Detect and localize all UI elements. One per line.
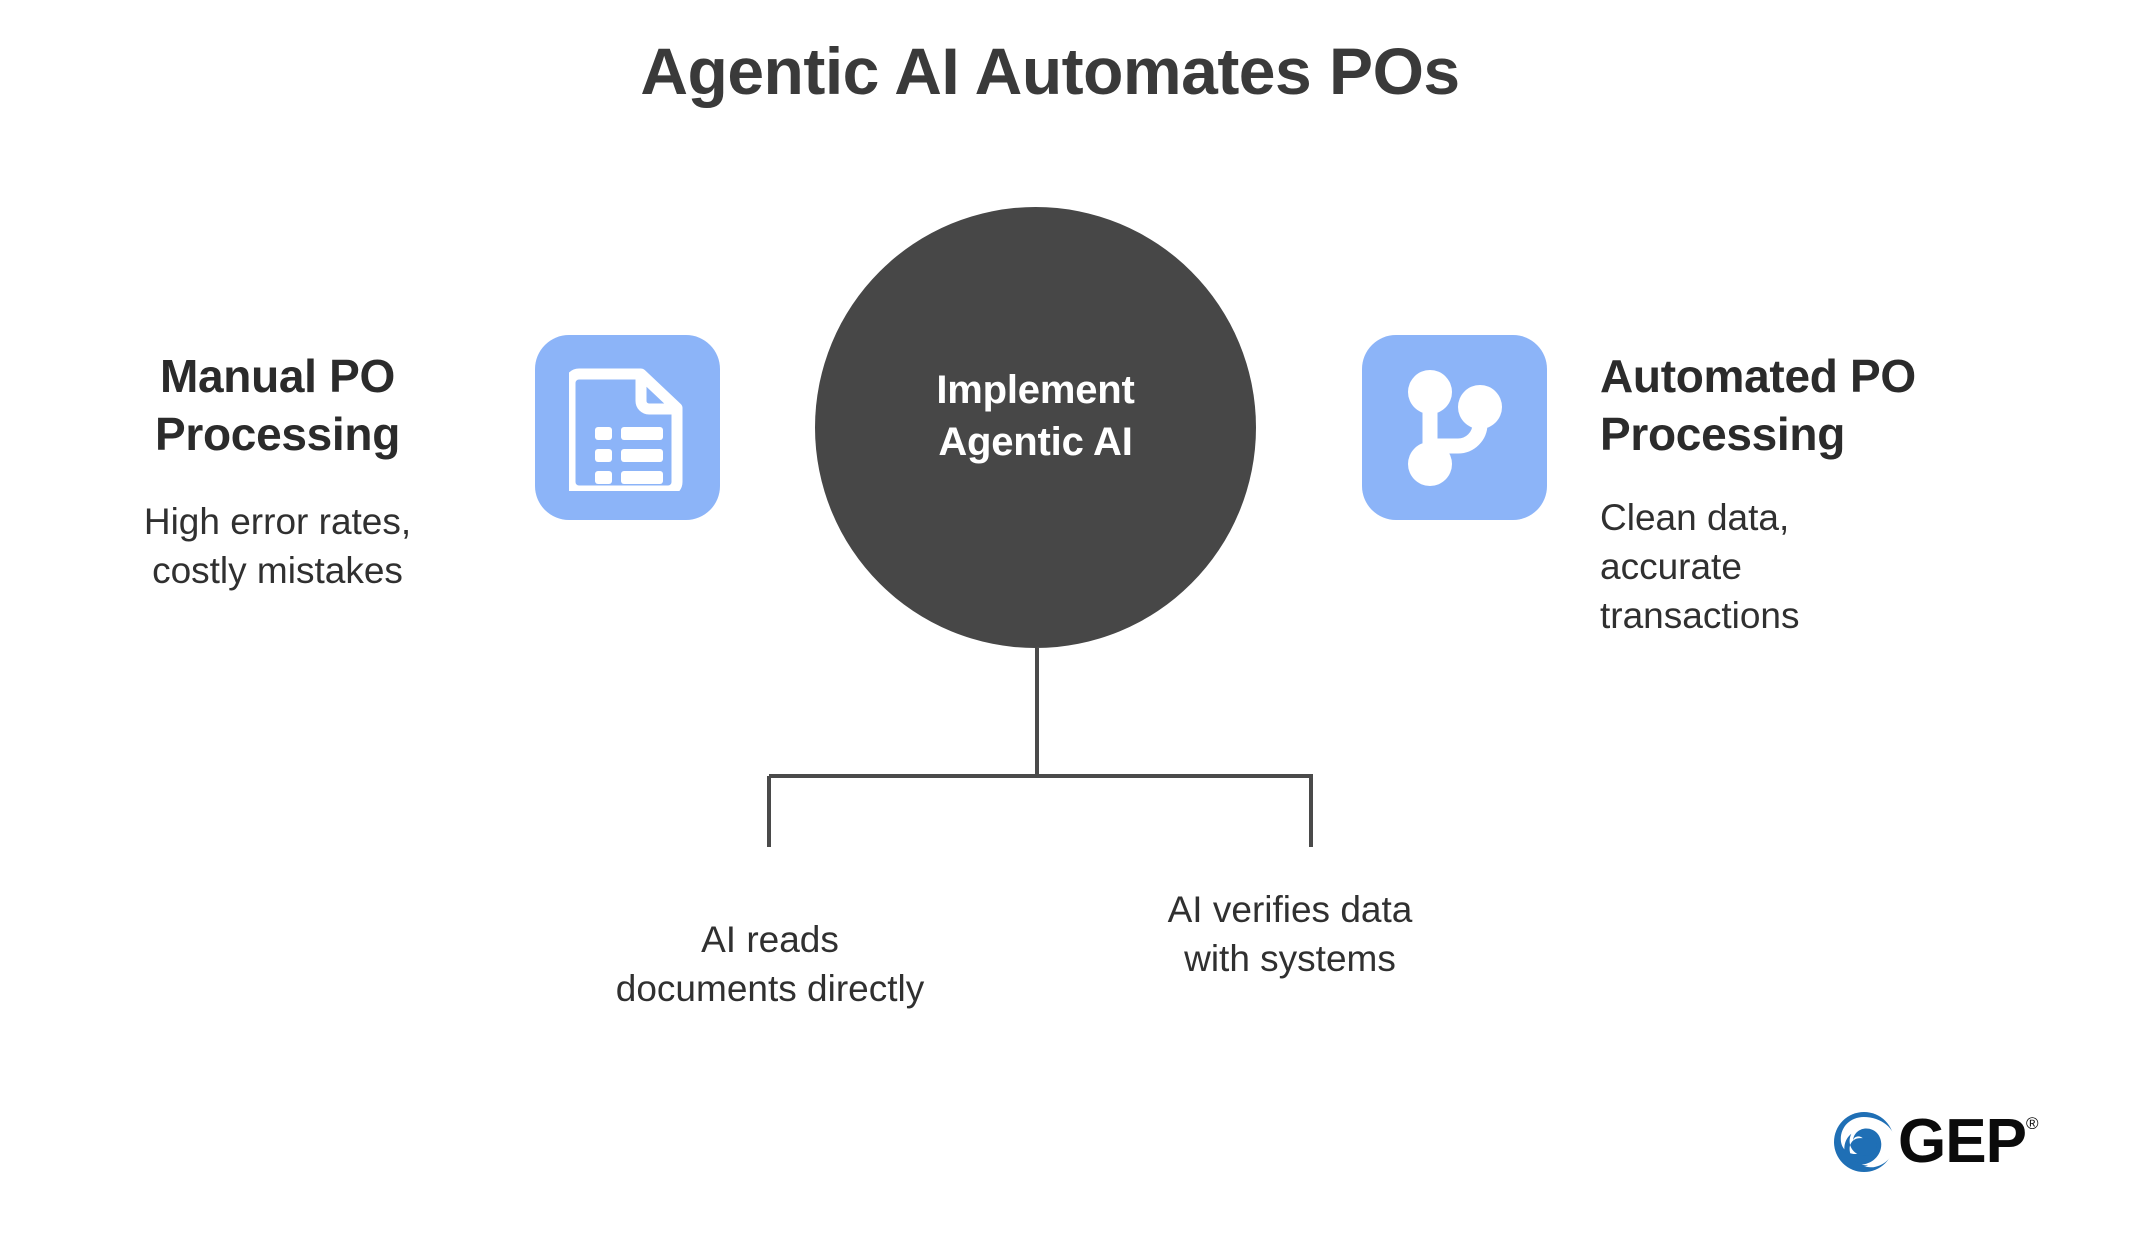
outcome-label-left: AI reads documents directly [615,919,925,1010]
page-title: Agentic AI Automates POs [640,34,1460,108]
outcome-label-right: AI verifies data with systems [1167,889,1413,980]
brand-logo: GEP ® [1832,1110,2038,1174]
center-node: Implement Agentic AI [815,207,1256,648]
registered-trademark-symbol: ® [2025,1114,2039,1133]
left-column: Manual PO Processing High error rates, c… [80,348,475,596]
right-column: Automated PO Processing Clean data, accu… [1600,348,2070,640]
git-branch-icon-tile [1362,335,1547,520]
left-heading: Manual PO Processing [155,350,400,460]
gep-swirl-icon [1834,1112,1896,1172]
right-description: Clean data, accurate transactions [1600,496,1800,636]
center-node-label: Implement Agentic AI [936,368,1135,464]
gep-logo-text: GEP [1898,1107,2027,1176]
right-heading: Automated PO Processing [1600,350,1916,460]
document-list-icon-tile [535,335,720,520]
git-branch-icon [1407,369,1502,486]
document-list-icon [568,368,682,491]
left-description: High error rates, costly mistakes [143,500,412,591]
